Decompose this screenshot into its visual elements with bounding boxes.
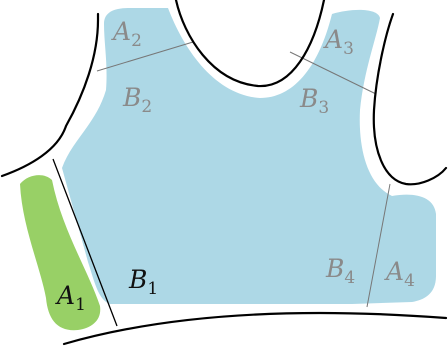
label-b3: B3: [299, 84, 329, 118]
label-a1: A1: [55, 281, 86, 315]
divider-a3-b3: [289, 51, 377, 95]
label-b4: B4: [325, 254, 355, 288]
label-a4: A4: [384, 257, 415, 291]
upper-left-curve: [0, 12, 100, 178]
label-a2: A2: [111, 17, 142, 51]
divider-a2-b2: [96, 41, 194, 72]
label-b2: B2: [122, 83, 152, 117]
divider-b4-a4: [366, 183, 391, 308]
label-b1: B1: [128, 265, 158, 299]
green-region: [20, 175, 101, 331]
right-curve: [372, 12, 448, 186]
label-a3: A3: [323, 25, 354, 59]
divider-a1-b1: [52, 158, 118, 327]
bottom-curve: [62, 311, 448, 346]
blue-region: [62, 8, 436, 304]
neck-curve: [174, 0, 326, 88]
